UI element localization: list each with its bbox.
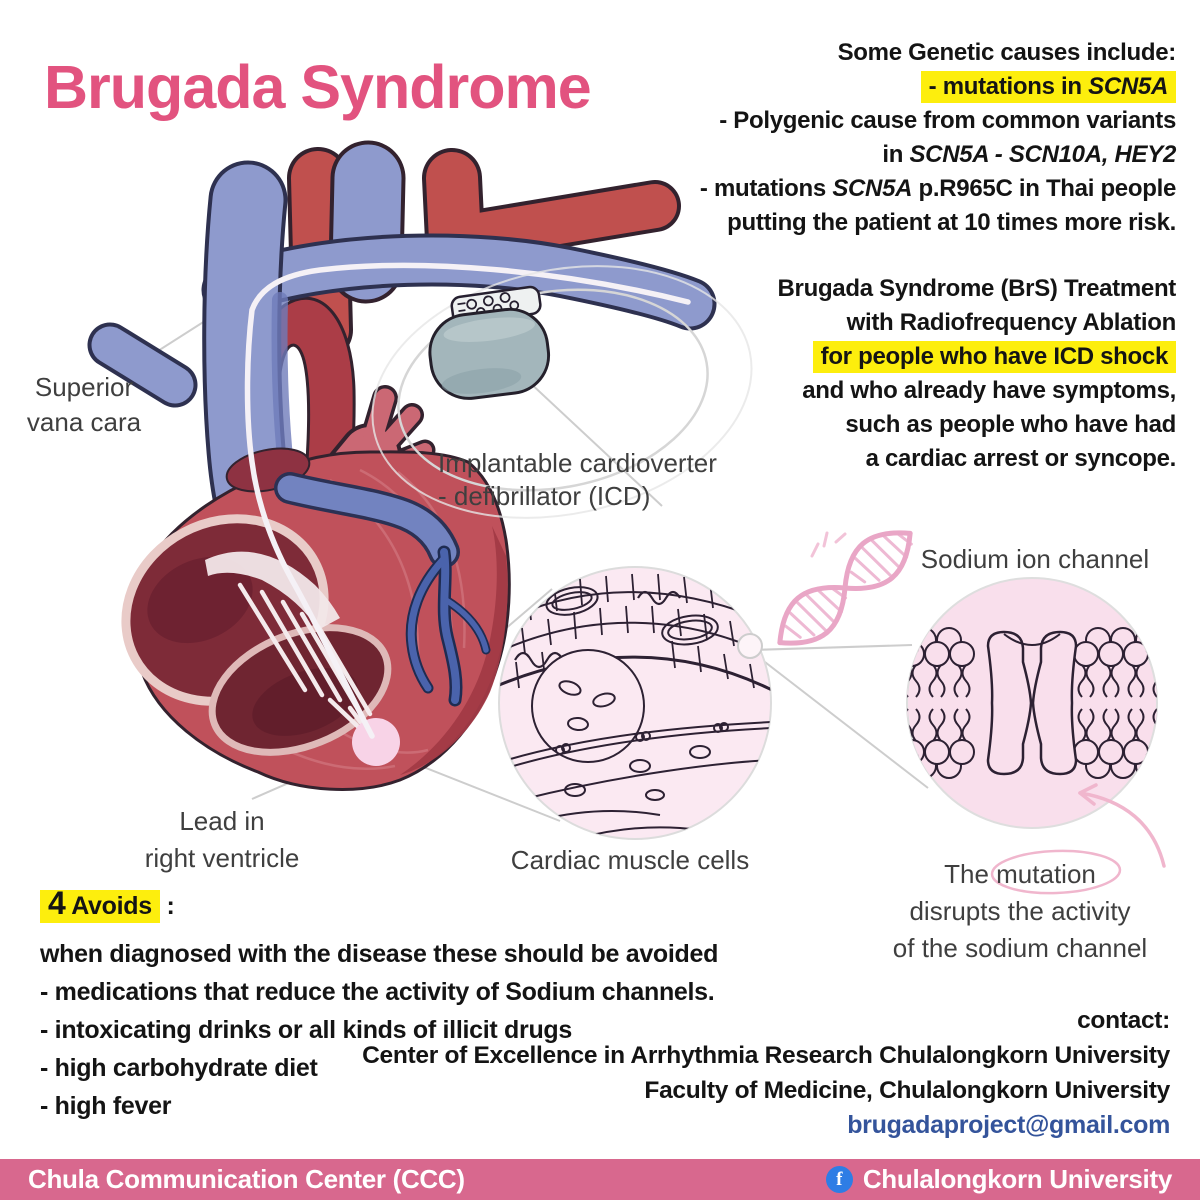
avoids-item: - intoxicating drinks or all kinds of il… bbox=[40, 1016, 572, 1044]
avoids-heading: 4 Avoids : bbox=[40, 884, 718, 925]
dna-icon bbox=[777, 530, 913, 646]
icd-device bbox=[371, 265, 753, 519]
avoids-item: - medications that reduce the activity o… bbox=[40, 978, 715, 1006]
footer-bar: Chula Communication Center (CCC) f Chula… bbox=[0, 1159, 1200, 1200]
mutation-word: mutation bbox=[996, 859, 1096, 889]
footer-right-text: Chulalongkorn University bbox=[862, 1164, 1172, 1194]
avoids-item: - high carbohydrate diet bbox=[40, 1054, 318, 1082]
genetic-line-polygenic: - Polygenic cause from common variants bbox=[719, 107, 1176, 134]
treatment-line1: Brugada Syndrome (BrS) Treatment bbox=[777, 275, 1177, 302]
avoids-intro: when diagnosed with the disease these sh… bbox=[40, 940, 719, 968]
coronary-veins bbox=[274, 472, 491, 707]
label-sodium-ion-channel: Sodium ion channel bbox=[920, 544, 1150, 574]
contact-email[interactable]: brugadaproject@gmail.com bbox=[847, 1111, 1170, 1139]
avoids-item: - high fever bbox=[40, 1092, 172, 1120]
treatment-line2: with Radiofrequency Ablation bbox=[846, 309, 1177, 336]
genetic-heading: Some Genetic causes include: bbox=[837, 39, 1177, 66]
treatment-line6: a cardiac arrest or syncope. bbox=[865, 445, 1177, 472]
genetic-line-thai: - mutations SCN5A p.R965C in Thai people bbox=[699, 175, 1176, 202]
label-icd: Implantable cardioverter- defibrillator … bbox=[438, 448, 717, 511]
mutation-oval bbox=[990, 849, 1122, 895]
genetic-causes-block: Some Genetic causes include: - mutations… bbox=[700, 36, 1176, 240]
cardiac-muscle-cells-illustration bbox=[498, 566, 772, 840]
treatment-block: Brugada Syndrome (BrS) Treatment with Ra… bbox=[777, 272, 1177, 476]
page-title: Brugada Syndrome bbox=[44, 53, 592, 121]
contact-line2: Faculty of Medicine, Chulalongkorn Unive… bbox=[644, 1077, 1170, 1104]
contact-line1: Center of Excellence in Arrhythmia Resea… bbox=[362, 1042, 1170, 1069]
facebook-icon[interactable]: f bbox=[825, 1166, 853, 1193]
label-cardiac-muscle-cells: Cardiac muscle cells bbox=[510, 845, 750, 875]
label-mutation-note: The mutation disrupts the activity of th… bbox=[892, 859, 1148, 963]
heart-illustration bbox=[87, 140, 717, 791]
treatment-line4: and who already have symptoms, bbox=[802, 377, 1176, 404]
treatment-line5: such as people who have had bbox=[845, 411, 1176, 438]
treatment-line3: for people who have ICD shock bbox=[778, 340, 1176, 374]
icd-lead-wire bbox=[244, 262, 691, 739]
footer-left-text: Chula Communication Center (CCC) bbox=[28, 1164, 465, 1194]
curved-arrow-icon bbox=[1078, 783, 1166, 868]
contact-block: contact: Center of Excellence in Arrhyth… bbox=[362, 1003, 1170, 1143]
footer-facebook-link[interactable]: f Chulalongkorn University bbox=[825, 1164, 1172, 1195]
lead-tip-highlight bbox=[352, 718, 400, 766]
genetic-line-risk: putting the patient at 10 times more ris… bbox=[727, 209, 1176, 236]
genetic-line-genes: in SCN5A - SCN10A, HEY2 bbox=[882, 141, 1176, 168]
avoids-block: 4 Avoids : when diagnosed with the disea… bbox=[40, 884, 718, 1125]
sodium-channel-illustration bbox=[906, 577, 1158, 829]
contact-heading: contact: bbox=[1077, 1007, 1170, 1034]
genetic-line-mutations: - mutations in SCN5A bbox=[700, 70, 1176, 104]
